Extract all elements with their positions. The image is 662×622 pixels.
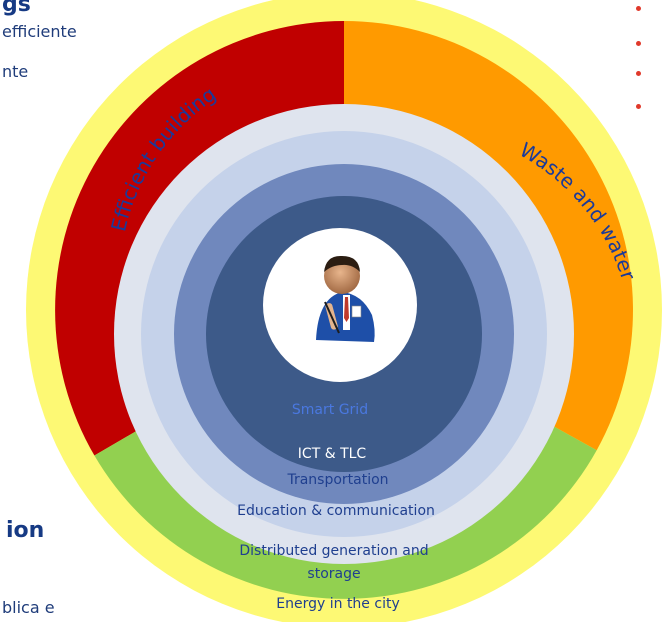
top-heading-fragment: gs [2,0,31,17]
center-label: Citizen [316,354,364,370]
citizen-icon [316,255,375,342]
bottom-heading-fragment: ion [6,518,45,543]
text-fragment-nte: nte [2,62,29,81]
ring-label-distributed-generation-line-2: storage [307,566,360,582]
text-fragment-blica: blica e [2,598,55,617]
bullet-1 [636,6,641,11]
ring-label-distributed-generation-line-1: Distributed generation and [239,543,428,559]
bullet-4 [636,104,641,109]
ring-label-transportation: Transportation [286,472,388,488]
ring-label-smart-grid: Smart Grid [292,402,368,418]
ring-label-ict: ICT & TLC [298,446,367,462]
text-fragment-efficiente: efficiente [2,22,77,41]
bullet-3 [636,71,641,76]
ring-label-education: Education & communication [237,503,435,519]
bullet-2 [636,41,641,46]
ring-label-energy-in-city: Energy in the city [276,596,399,612]
